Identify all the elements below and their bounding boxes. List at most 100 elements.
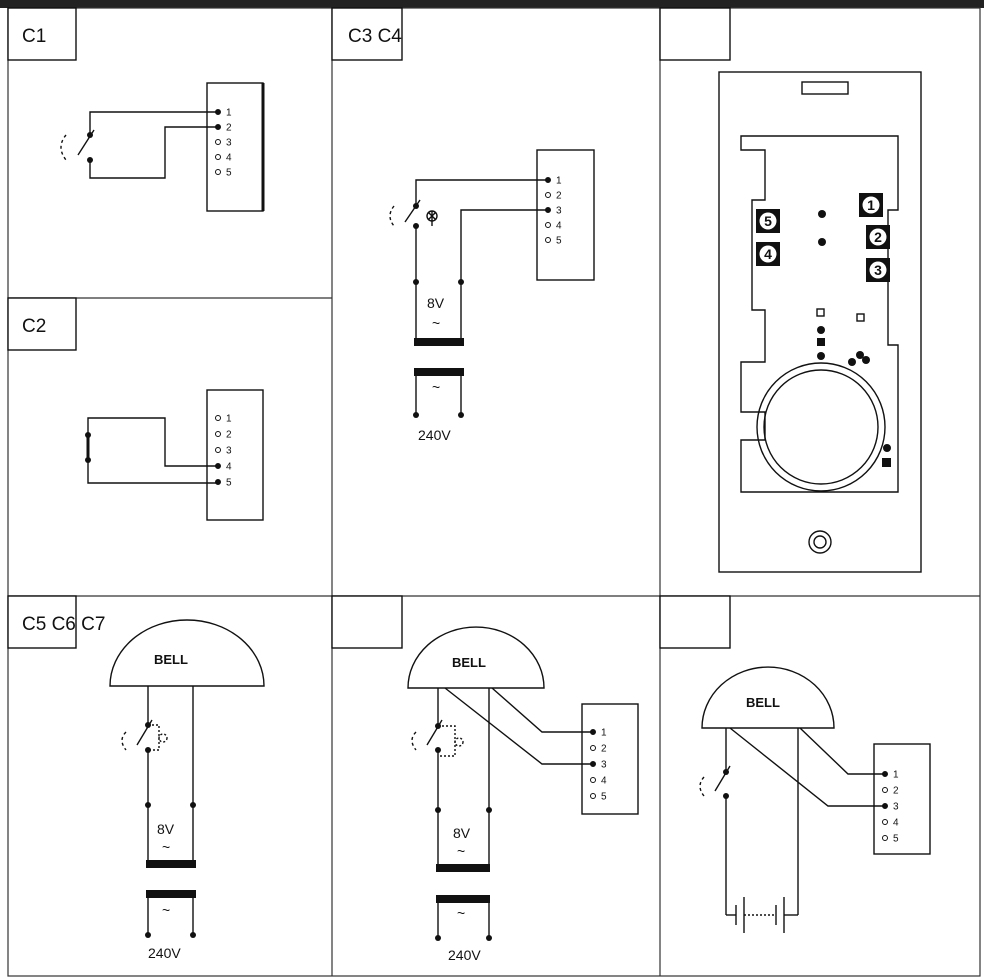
terminal-label-3: 3 [556,206,562,217]
terminal-label-3: 3 [893,802,899,813]
device-faceplate: 1 2 3 4 5 [718,71,922,573]
terminal-badges: 1 2 3 4 5 [756,193,890,282]
push-button-icon [699,776,705,797]
secondary-voltage: 8V [453,825,471,841]
speaker-grille [756,362,886,492]
panel-c2-diagram: 1 2 3 4 5 [85,389,264,521]
terminal-badge-label-4: 4 [764,246,772,262]
terminal-label-2: 2 [601,744,607,755]
terminal-pin-2 [215,431,221,437]
bell-icon [701,666,835,729]
panel-device-label [659,7,731,61]
terminal-pins: 1 2 3 4 5 [215,108,232,179]
terminal-pin-5 [882,835,888,841]
terminal-block [536,149,595,281]
faceplate-slot [801,81,849,95]
bell-label: BELL [452,655,486,670]
ac-symbol: ~ [432,315,440,331]
terminal-block [206,82,264,212]
terminal-label-5: 5 [226,168,232,179]
push-button-icon [60,134,67,161]
terminal-label-3: 3 [601,760,607,771]
terminal-pin-4 [590,777,596,783]
svg-text:C2: C2 [22,316,46,337]
panel-c3-c4-label: C3 C4 [331,7,403,61]
terminal-label-1: 1 [226,414,232,425]
svg-text:C5 C6 C7: C5 C6 C7 [22,614,105,635]
terminal-pins: 1 2 3 4 5 [545,176,562,247]
terminal-pin-2 [882,787,888,793]
sheet-frame [7,7,981,977]
bell-label: BELL [154,652,188,667]
transformer-icon [414,338,464,346]
panel-6-diagram: 1 2 3 4 5 BELL 8V ~ ~ 240V [407,626,639,963]
panel-7-label [659,595,731,649]
terminal-pin-3 [215,139,221,145]
ac-symbol: ~ [162,902,170,918]
terminal-label-4: 4 [601,776,607,787]
terminal-label-4: 4 [226,462,232,473]
terminal-label-2: 2 [893,786,899,797]
ac-symbol: ~ [432,379,440,395]
push-button-icon [121,731,127,751]
ac-symbol: ~ [457,905,465,921]
svg-text:C1: C1 [22,26,46,47]
terminal-label-5: 5 [601,792,607,803]
terminal-block [581,703,639,815]
illuminated-push-icon [389,205,395,227]
ac-symbol: ~ [457,843,465,859]
terminal-pin-5 [590,793,596,799]
terminal-label-5: 5 [226,478,232,489]
panel-6-label [331,595,403,649]
terminal-badge-label-5: 5 [764,213,772,229]
bell-label: BELL [746,695,780,710]
terminal-badge-label-3: 3 [874,262,882,278]
terminal-pin-4 [215,154,221,160]
transformer-icon [436,864,490,872]
terminal-label-4: 4 [556,221,562,232]
fixing-screw-icon [808,530,832,554]
terminal-label-1: 1 [601,728,607,739]
terminal-pin-5 [545,237,551,243]
panel-c5-diagram: BELL 8V ~ ~ 240V [109,619,265,961]
terminal-label-4: 4 [226,153,232,164]
terminal-label-3: 3 [226,138,232,149]
terminal-badge-label-1: 1 [867,197,875,213]
terminal-pin-4 [545,222,551,228]
terminal-pin-1 [215,415,221,421]
panel-c5-c6-c7-label: C5 C6 C7 [7,595,105,649]
panel-c2-label: C2 [7,297,77,351]
terminal-pin-3 [215,447,221,453]
terminal-pin-5 [215,169,221,175]
panel-c3-c4-diagram: 1 2 3 4 5 8V ~ ~ 240V [389,149,595,443]
terminal-label-1: 1 [893,770,899,781]
top-bar [0,0,984,8]
push-button-icon [411,731,417,751]
svg-text:C3 C4: C3 C4 [348,26,402,47]
panel-c1-label: C1 [7,7,77,61]
terminal-pins: 1 2 3 4 5 [215,414,232,489]
secondary-voltage: 8V [157,821,175,837]
terminal-label-2: 2 [556,191,562,202]
terminal-label-5: 5 [556,236,562,247]
primary-voltage: 240V [418,427,451,443]
terminal-label-1: 1 [226,108,232,119]
panel-c1-diagram: 1 2 3 4 5 [60,82,265,212]
bell-icon [109,619,265,687]
terminal-label-3: 3 [226,446,232,457]
primary-voltage: 240V [448,947,481,963]
terminal-label-1: 1 [556,176,562,187]
terminal-pin-4 [882,819,888,825]
terminal-label-4: 4 [893,818,899,829]
bell-icon [407,626,545,689]
ac-symbol: ~ [162,839,170,855]
terminal-label-2: 2 [226,430,232,441]
secondary-voltage: 8V [427,295,445,311]
primary-voltage: 240V [148,945,181,961]
terminal-block [206,389,264,521]
terminal-pin-2 [590,745,596,751]
terminal-badge-label-2: 2 [874,229,882,245]
terminal-label-2: 2 [226,123,232,134]
